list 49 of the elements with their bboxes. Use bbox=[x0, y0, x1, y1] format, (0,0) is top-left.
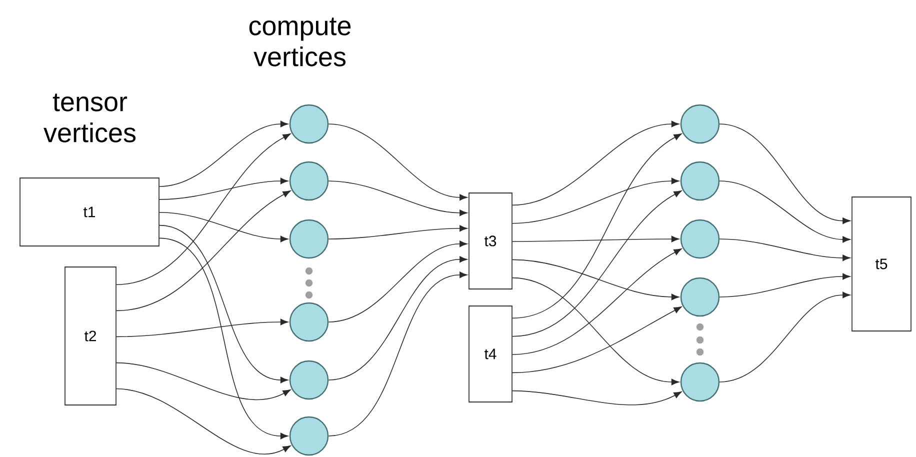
arrow bbox=[512, 178, 680, 224]
compute-circle bbox=[680, 362, 720, 402]
arrow bbox=[159, 238, 288, 440]
arrow bbox=[512, 134, 682, 319]
arrow bbox=[512, 277, 680, 386]
arrow bbox=[328, 225, 468, 240]
arrow bbox=[512, 190, 682, 337]
arrow bbox=[116, 388, 291, 454]
compute-circle bbox=[680, 277, 720, 317]
arrow bbox=[719, 238, 850, 262]
arrow bbox=[116, 318, 288, 338]
arrow bbox=[328, 256, 468, 380]
heading-label: compute vertices bbox=[249, 18, 351, 66]
arrow bbox=[719, 180, 850, 243]
tensor-box: t1 bbox=[20, 178, 160, 246]
heading-label: tensor vertices bbox=[44, 94, 136, 142]
compute-circle bbox=[289, 219, 329, 259]
compute-circle bbox=[680, 219, 720, 259]
arrow bbox=[512, 259, 680, 300]
tensor-box: t4 bbox=[468, 306, 512, 402]
arrow bbox=[328, 272, 468, 436]
arrow bbox=[328, 180, 468, 216]
arrow bbox=[512, 306, 682, 374]
arrow bbox=[159, 224, 288, 384]
compute-circle bbox=[289, 161, 329, 201]
arrow bbox=[512, 390, 682, 406]
compute-circle bbox=[289, 416, 329, 456]
arrow bbox=[159, 212, 288, 242]
arrow bbox=[328, 124, 468, 201]
compute-circle bbox=[289, 104, 329, 144]
arrow bbox=[116, 134, 291, 285]
tensor-box: t5 bbox=[852, 196, 912, 332]
compute-circle bbox=[289, 302, 329, 342]
arrow bbox=[512, 248, 682, 355]
arrow bbox=[116, 190, 291, 312]
compute-circle bbox=[680, 161, 720, 201]
arrow bbox=[328, 240, 468, 322]
arrow bbox=[512, 236, 680, 242]
arrow bbox=[159, 178, 288, 200]
arrow bbox=[159, 120, 288, 187]
tensor-box: t3 bbox=[468, 192, 512, 290]
arrow bbox=[116, 362, 291, 400]
arrow bbox=[719, 124, 850, 224]
compute-circle bbox=[680, 104, 720, 144]
compute-circle bbox=[289, 360, 329, 400]
tensor-box: t2 bbox=[64, 266, 116, 406]
arrow bbox=[719, 292, 850, 382]
arrow bbox=[719, 273, 850, 298]
arrow bbox=[512, 120, 680, 206]
